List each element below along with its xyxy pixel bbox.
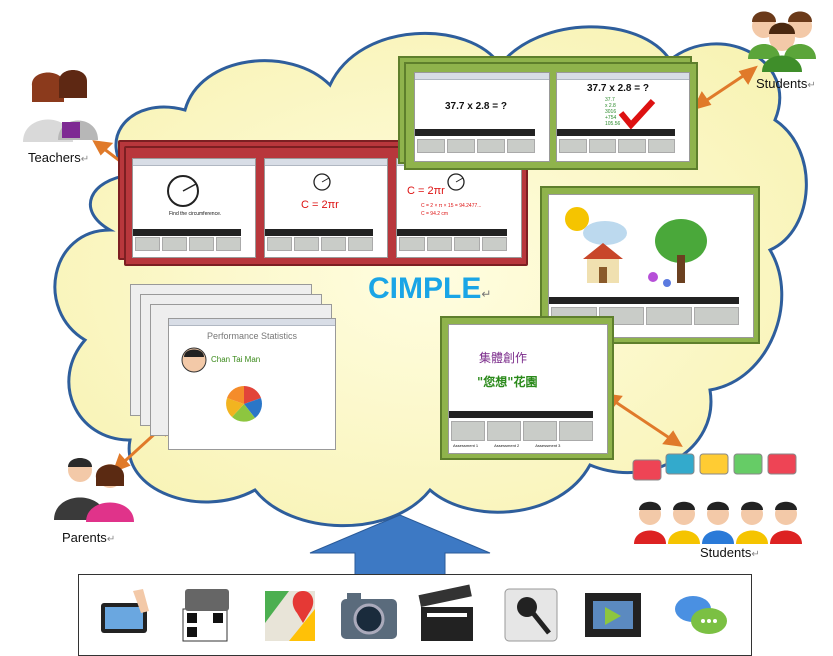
checkmark-icon [618,98,656,129]
students-bottom-label: Students↵ [700,545,760,560]
circumference-caption: Find the circumference. [169,211,222,217]
teachers-label: Teachers↵ [28,150,90,165]
assessment-captions: Assessment 1 Assessment 2 Assessment 3 [453,443,561,448]
qr-code-phone-icon[interactable] [175,583,239,647]
formula-work-line1: C = 2 × π × 15 = 94.2477... [421,203,482,209]
clapperboard-icon[interactable] [415,583,479,647]
performance-title: Performance Statistics [207,331,298,341]
worked-multiplication: 37.7 x 2.8 3016 +754 105.56 [605,97,621,127]
pie-chart [226,385,262,422]
media-toolbar [78,574,752,656]
teacher-screen-1: Find the circumference. [132,158,256,258]
small-circle-diagram-3 [447,173,465,191]
formula-text-3: C = 2πr [407,185,445,197]
formula-work-line2: C = 94.2 cm [421,211,449,217]
student-name: Chan Tai Man [211,355,261,364]
creative-screen: 集體創作 "您想"花園 Assessment 1 Assessment 2 As… [448,324,608,454]
creative-frame: 集體創作 "您想"花園 Assessment 1 Assessment 2 As… [440,316,614,460]
chat-bubbles-icon[interactable] [669,583,733,647]
camera-icon[interactable] [337,583,401,647]
student-avatar-icon [181,347,207,373]
equation-2: 37.7 x 2.8 = ? [587,83,649,94]
circle-diagram [167,175,199,207]
google-maps-icon[interactable] [259,583,323,647]
students-top-icon [748,11,816,72]
formula-text-2: C = 2πr [301,199,339,211]
tablet-touch-icon[interactable] [95,583,159,647]
student-screen-1: 37.7 x 2.8 = ? [414,72,550,162]
garden-frame [540,186,760,344]
student-screen-2: 37.7 x 2.8 = ? 37.7 x 2.8 3016 +754 105.… [556,72,690,162]
small-circle-diagram [313,173,331,191]
students-top-label: Students↵ [756,76,816,91]
teacher-screen-2: C = 2πr [264,158,388,258]
performance-statistics-screen: Performance Statistics Chan Tai Man [168,318,336,450]
cimple-title: CIMPLE↵ [368,272,492,305]
creative-title-line2: "您想"花園 [477,375,538,389]
microphone-icon[interactable] [499,583,563,647]
parents-icon [54,458,134,522]
big-up-arrow [309,514,491,579]
garden-illustration [565,207,707,287]
parents-label: Parents↵ [62,530,116,545]
student-screens-frame: 37.7 x 2.8 = ? 37.7 x 2.8 = ? 37.7 x 2.8… [404,62,698,170]
video-film-icon[interactable] [581,583,645,647]
students-bottom-icon [632,453,802,544]
teachers-icon [23,70,98,142]
equation-1: 37.7 x 2.8 = ? [445,101,507,112]
teacher-screen-3: C = 2πr C = 2 × π × 15 = 94.2477... C = … [396,158,522,258]
creative-title-line1: 集體創作 [479,351,528,365]
